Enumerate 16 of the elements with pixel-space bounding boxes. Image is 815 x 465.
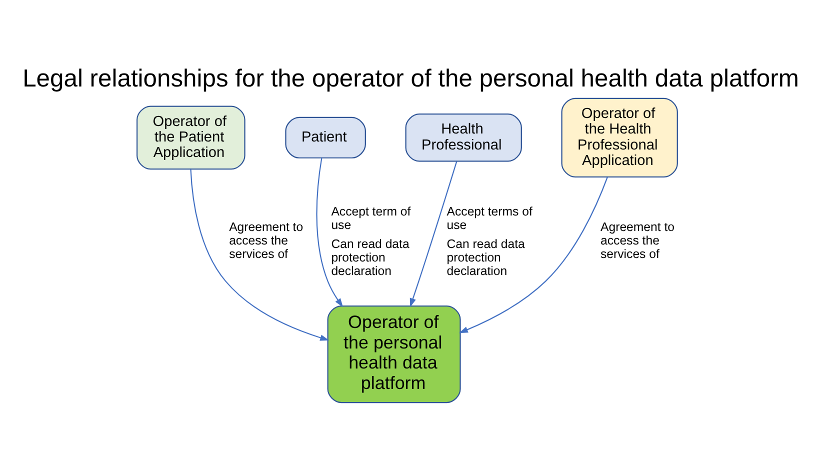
edge-label: Accept terms of use	[446, 204, 532, 232]
arrow	[458, 177, 608, 334]
node-box: Operator of the personal health data platform	[327, 305, 461, 404]
edge-label: Agreement to access the services of	[600, 220, 675, 262]
arrow	[410, 161, 458, 308]
edge-label: Can read data protection declaration	[446, 236, 525, 278]
node-box: Operator of the Patient Application	[136, 106, 246, 170]
node-box: Health Professional	[405, 114, 522, 162]
node-box: Patient	[285, 116, 366, 158]
node-box: Operator of the Health Professional Application	[561, 98, 678, 178]
diagram-title: Legal relationships for the operator of the personal health data platform	[22, 66, 799, 93]
edge-label: Can read data protection declaration	[331, 236, 410, 278]
arrow	[190, 169, 330, 341]
edge-label: Accept term of use	[331, 204, 411, 232]
edge-label: Agreement to access the services of	[229, 220, 304, 262]
arrow	[316, 158, 344, 308]
